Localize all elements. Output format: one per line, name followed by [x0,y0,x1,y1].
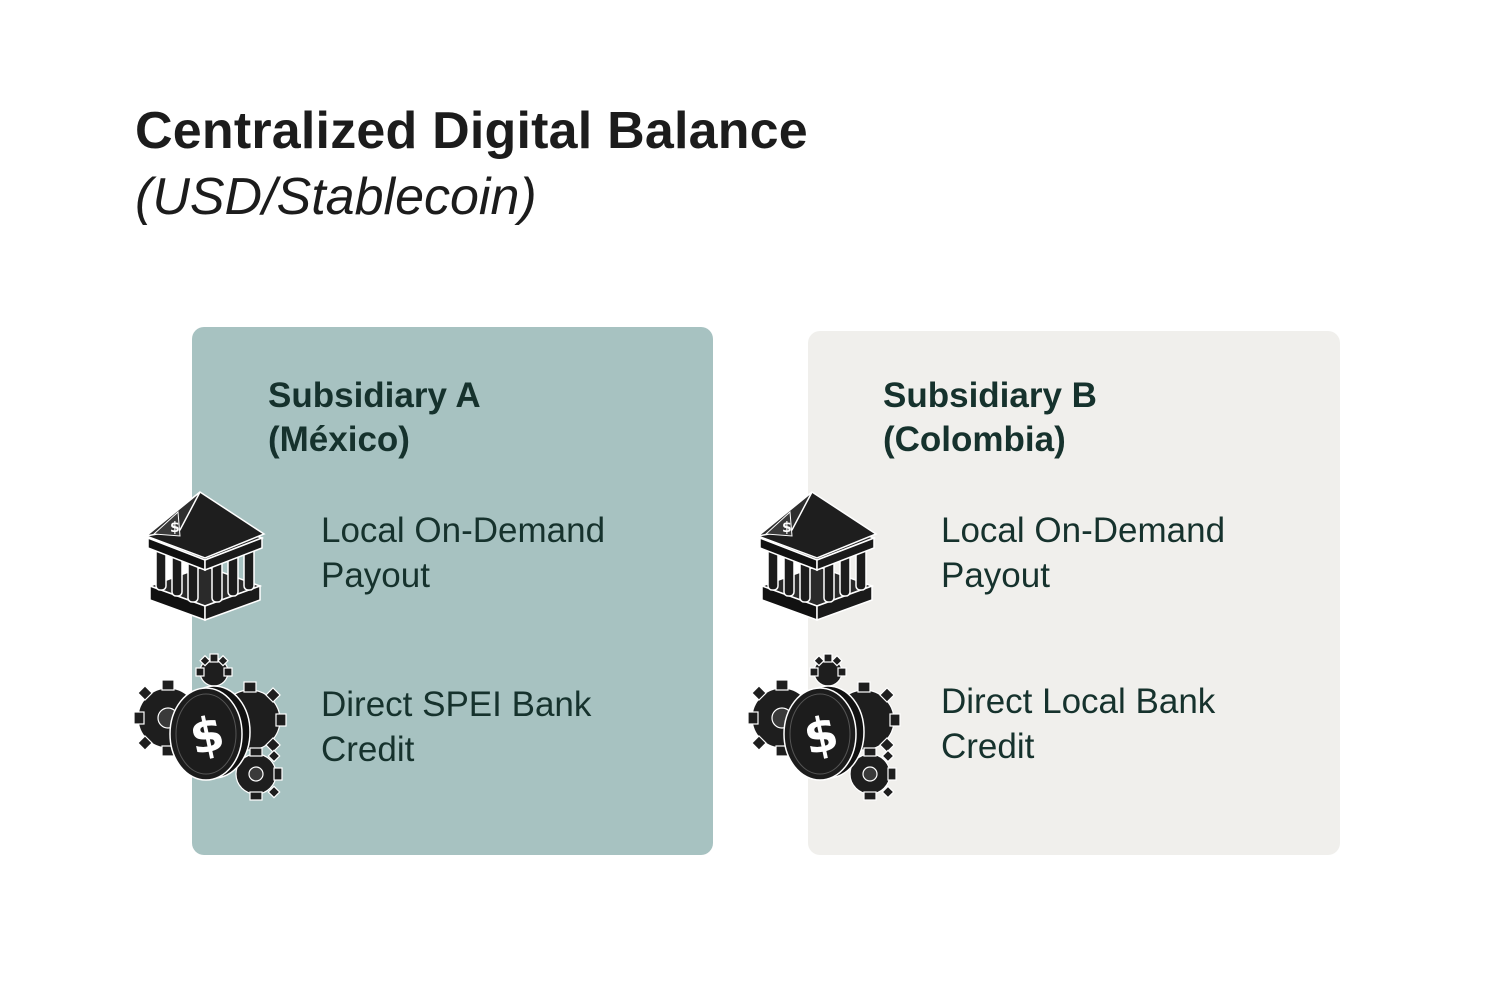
subsidiary-a-payout-label: Local On-Demand Payout [321,508,605,598]
subsidiary-b-name: Subsidiary B [883,376,1097,415]
subsidiary-a-card [192,327,713,855]
subsidiary-a-name: Subsidiary A [268,376,481,415]
subsidiary-a-credit-label: Direct SPEI Bank Credit [321,682,591,772]
subsidiary-b-payout-label: Local On-Demand Payout [941,508,1225,598]
subsidiary-a-payout-line1: Local On-Demand [321,511,606,550]
subsidiary-b-title: Subsidiary B (Colombia) [883,374,1097,462]
bank-building-icon [140,488,270,628]
diagram-subtitle: (USD/Stablecoin) [135,168,537,226]
subsidiary-b-card [808,331,1340,855]
subsidiary-a-credit-line1: Direct SPEI Bank [321,685,592,724]
bank-building-icon [752,488,882,628]
dollar-gear-icon [746,652,906,802]
subsidiary-b-credit-line1: Direct Local Bank [941,682,1216,721]
subsidiary-b-credit-label: Direct Local Bank Credit [941,679,1215,769]
subsidiary-a-credit-line2: Credit [321,730,415,769]
subsidiary-b-credit-line2: Credit [941,727,1035,766]
subsidiary-b-country: (Colombia) [883,420,1066,459]
subsidiary-b-payout-line2: Payout [941,556,1050,595]
subsidiary-a-country: (México) [268,420,410,459]
diagram-title: Centralized Digital Balance [135,102,808,160]
dollar-gear-icon [132,652,292,802]
subsidiary-a-title: Subsidiary A (México) [268,374,481,462]
subsidiary-b-payout-line1: Local On-Demand [941,511,1226,550]
subsidiary-a-payout-line2: Payout [321,556,430,595]
